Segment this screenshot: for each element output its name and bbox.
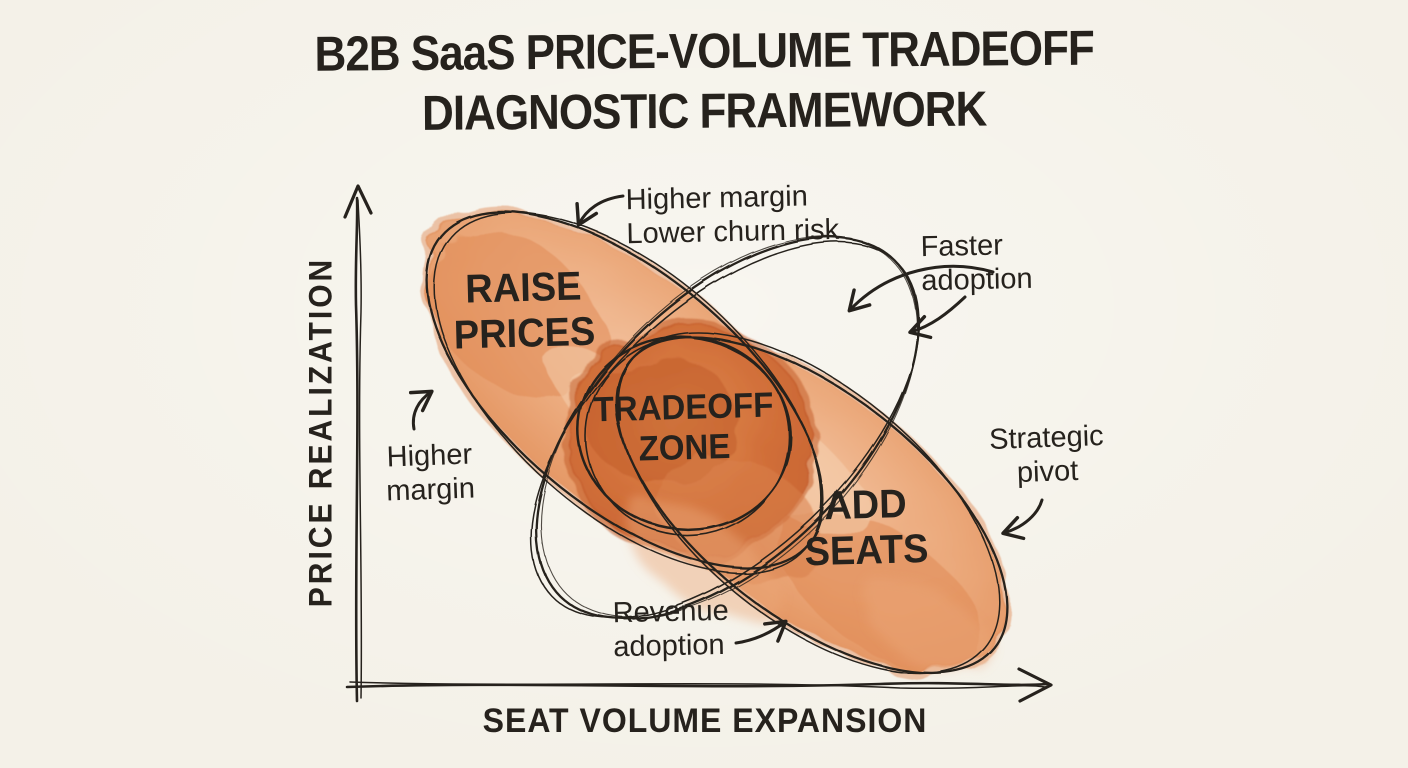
tradeoff-zone-label-line1: TRADEOFF: [593, 384, 774, 429]
annotation-revenue-adoption-line2: adoption: [613, 629, 725, 664]
raise-prices-label-line1: RAISE: [464, 264, 583, 313]
raise-prices-label: RAISE PRICES: [452, 264, 596, 360]
raise-prices-label-line2: PRICES: [453, 310, 596, 359]
annotation-revenue-adoption-line1: Revenue: [612, 594, 730, 630]
tradeoff-zone-label: TRADEOFF ZONE: [593, 385, 775, 470]
annotation-margin-churn-line2: Lower churn risk: [626, 213, 840, 251]
higher-margin-arrow: [408, 389, 434, 431]
faster-adoption-arrow-long: [847, 264, 995, 313]
revenue-adoption-arrow: [734, 619, 788, 645]
strategic-pivot-arrow: [1001, 498, 1044, 541]
add-seats-label-line1: ADD: [823, 481, 908, 529]
annotation-faster-adoption-line1: Faster: [920, 229, 1004, 264]
y-axis-arrowhead: [343, 184, 373, 219]
faster-adoption-arrow-short: [908, 295, 967, 340]
annotation-revenue-adoption: Revenue adoption: [612, 594, 730, 665]
tradeoff-zone-circle-outline: [577, 335, 791, 536]
diagram-title-line1: B2B SaaS PRICE-VOLUME TRADEOFF: [314, 20, 1094, 82]
margin-churn-arrow: [575, 194, 625, 227]
y-axis: [343, 184, 373, 703]
annotation-strategic-pivot-line2: pivot: [1016, 455, 1079, 490]
annotation-faster-adoption: Faster adoption: [920, 228, 1033, 299]
annotation-higher-margin: Higher margin: [385, 437, 476, 508]
annotation-strategic-pivot-line1: Strategic: [988, 420, 1105, 456]
annotation-higher-margin-line1: Higher: [386, 438, 473, 474]
add-seats-label: ADD SEATS: [803, 481, 929, 576]
raise-prices-ellipse-outline: [425, 210, 825, 575]
annotation-faster-adoption-line2: adoption: [921, 263, 1033, 298]
add-seats-ellipse-outline: [615, 331, 1009, 675]
annotation-strategic-pivot: Strategic pivot: [989, 419, 1106, 491]
annotation-margin-churn-line1: Higher margin: [625, 180, 809, 217]
annotation-higher-margin-line2: margin: [385, 472, 476, 508]
x-axis-arrowhead: [1017, 667, 1053, 703]
y-axis-label: PRICE REALIZATION: [303, 256, 340, 608]
x-axis-label: SEAT VOLUME EXPANSION: [482, 700, 928, 740]
tradeoff-zone-wash: [562, 322, 823, 586]
adoption-loop-ellipse-outline: [530, 235, 920, 620]
diagram-title-line2: DIAGNOSTIC FRAMEWORK: [421, 81, 987, 142]
tradeoff-zone-label-line2: ZONE: [638, 425, 731, 468]
add-seats-label-line2: SEATS: [804, 527, 930, 576]
annotation-margin-churn: Higher margin Lower churn risk: [625, 179, 839, 252]
x-axis: [345, 667, 1053, 703]
